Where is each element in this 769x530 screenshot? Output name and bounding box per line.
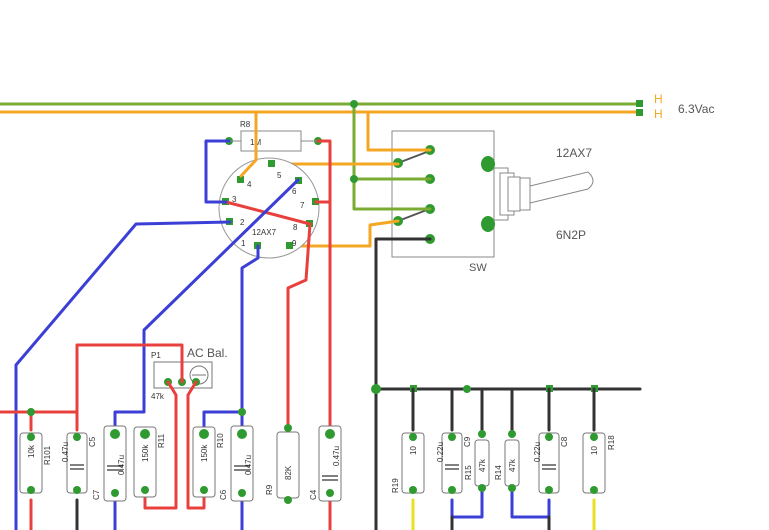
c8-value: 0.22u bbox=[533, 442, 542, 462]
r11-ref: R11 bbox=[157, 433, 166, 448]
c9-value: 0.22u bbox=[436, 442, 445, 462]
c8-ref: C8 bbox=[560, 436, 569, 447]
p1-ref: P1 bbox=[151, 351, 161, 360]
ground-bus bbox=[371, 384, 642, 530]
component-r11: 150k R11 bbox=[133, 426, 166, 498]
pin-label-5: 5 bbox=[277, 171, 282, 180]
component-c8: 0.22u C8 bbox=[533, 432, 569, 494]
r101-value: 10k bbox=[27, 444, 36, 458]
heater-voltage-label: 6.3Vac bbox=[678, 102, 714, 116]
pin-label-7: 7 bbox=[300, 201, 305, 210]
c7-ref: C7 bbox=[92, 489, 101, 500]
r14-ref: R14 bbox=[494, 465, 503, 480]
c5a-ref: C5 bbox=[88, 436, 97, 447]
r19-ref: R19 bbox=[391, 478, 400, 493]
r18-ref: R18 bbox=[607, 435, 616, 450]
pin-label-2: 2 bbox=[240, 218, 245, 227]
r15-ref: R15 bbox=[464, 465, 473, 480]
pin-label-9: 9 bbox=[292, 239, 297, 248]
component-c9: 0.22u C9 bbox=[436, 432, 472, 494]
switch-sw: SW 12AX7 6N2P bbox=[391, 130, 594, 274]
component-r9: 82K R9 bbox=[265, 424, 300, 504]
heater-rails: H H 6.3Vac bbox=[0, 92, 714, 121]
switch-body bbox=[391, 130, 495, 258]
switch-lug-bottom bbox=[481, 216, 495, 232]
r9-ref: R9 bbox=[265, 484, 274, 495]
component-c6: 0.47u C6 bbox=[219, 425, 254, 502]
tube-name: 12AX7 bbox=[252, 228, 277, 237]
component-r14: 47k R14 bbox=[494, 430, 520, 492]
component-r10: 150k R10 bbox=[192, 426, 225, 498]
pin-label-1: 1 bbox=[241, 239, 246, 248]
c9-ref: C9 bbox=[463, 436, 472, 447]
switch-lug-top bbox=[481, 156, 495, 172]
switch-option-bottom: 6N2P bbox=[556, 228, 586, 242]
component-r19: 10 R19 bbox=[391, 432, 425, 494]
component-r101: 10k R101 bbox=[19, 432, 52, 494]
r14-value: 47k bbox=[508, 458, 517, 472]
wires-tube bbox=[14, 110, 332, 530]
pin-label-4: 4 bbox=[247, 180, 252, 189]
heater-label-h-top: H bbox=[654, 92, 663, 106]
resistor-r8: R8 1M bbox=[225, 120, 322, 152]
switch-option-top: 12AX7 bbox=[556, 146, 592, 160]
r18-value: 10 bbox=[590, 446, 599, 455]
component-c4: 0.47u C4 bbox=[309, 425, 342, 502]
c6-ref: C6 bbox=[219, 489, 228, 500]
r9-value: 82K bbox=[284, 465, 293, 480]
r15-value: 47k bbox=[478, 458, 487, 472]
wires-lower-left bbox=[0, 343, 332, 530]
component-r18: 10 R18 bbox=[582, 432, 616, 494]
p1-value: 47k bbox=[151, 392, 165, 401]
switch-label: SW bbox=[469, 262, 487, 274]
c4-ref: C4 bbox=[309, 489, 318, 500]
component-r15: 47k R15 bbox=[464, 430, 490, 492]
pin-label-6: 6 bbox=[292, 187, 297, 196]
heater-pad-top bbox=[636, 100, 643, 107]
component-c5a: 0.47u C5 bbox=[61, 432, 97, 494]
pin-label-3: 3 bbox=[232, 195, 237, 204]
r101-ref: R101 bbox=[43, 445, 52, 465]
pin-label-8: 8 bbox=[293, 223, 298, 232]
component-c7: 0.47u C7 bbox=[92, 425, 127, 502]
heater-label-h-bottom: H bbox=[654, 107, 663, 121]
c5a-value: 0.47u bbox=[61, 442, 70, 462]
r8-ref: R8 bbox=[240, 120, 251, 129]
switch-toggle-icon bbox=[493, 167, 594, 221]
c4-value: 0.47u bbox=[332, 446, 341, 466]
r10-value: 150k bbox=[200, 444, 209, 462]
wires-heater-switch bbox=[269, 100, 432, 530]
p1-function: AC Bal. bbox=[187, 346, 228, 360]
r11-value: 150k bbox=[141, 444, 150, 462]
c7-value: 0.47u bbox=[117, 455, 126, 475]
heater-pad-bottom bbox=[636, 109, 643, 116]
c6-value: 0.47u bbox=[244, 455, 253, 475]
r19-value: 10 bbox=[409, 446, 418, 455]
r10-ref: R10 bbox=[216, 433, 225, 448]
